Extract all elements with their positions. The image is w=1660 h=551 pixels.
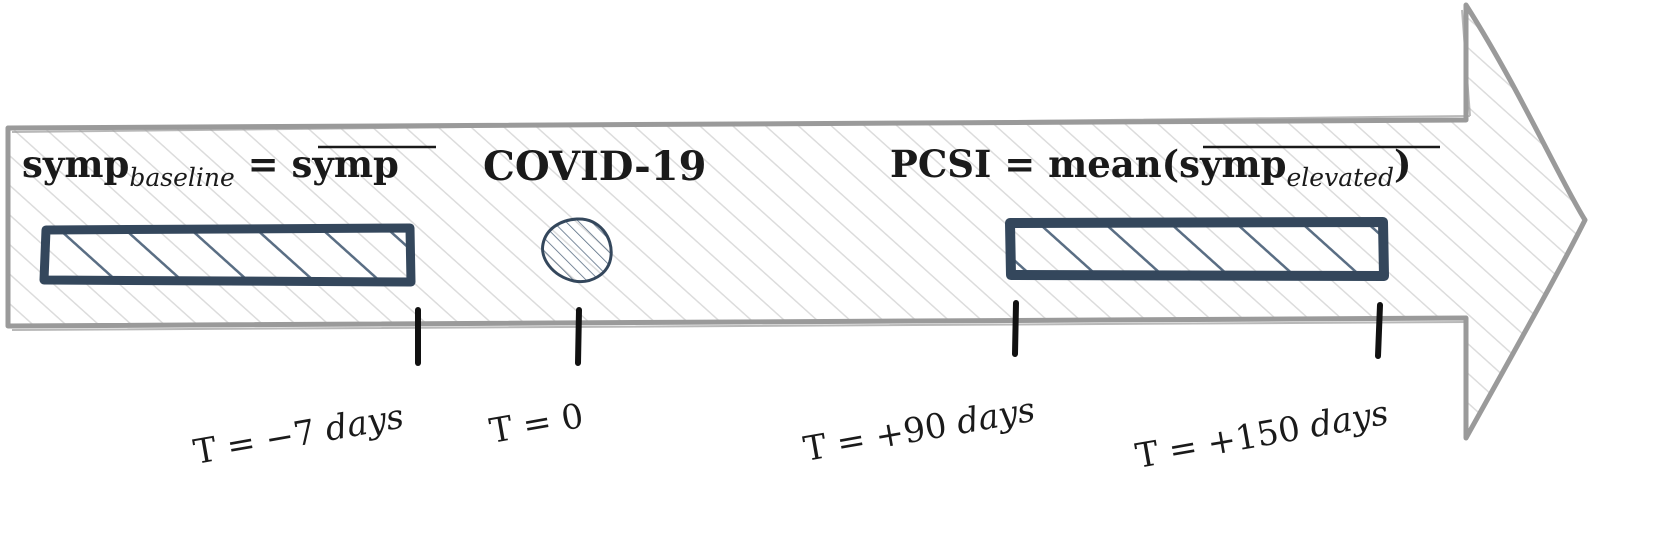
timeline-arrow-sketch-line — [11, 9, 1471, 331]
tick-mark-plus-150 — [1375, 302, 1383, 359]
tick-mark-0 — [575, 307, 582, 366]
covid-event-marker — [541, 217, 613, 284]
pcsi-label: PCSI = mean(sympelevated) — [890, 142, 1412, 192]
tick-marks — [415, 300, 1383, 366]
baseline-label: sympbaseline = symp — [22, 142, 399, 192]
tick-mark-plus-90 — [1012, 300, 1019, 357]
tick-label-plus-90: T = +90 days — [801, 390, 1038, 470]
timeline-arrow-body — [5, 2, 1588, 441]
timeline-arrow — [5, 2, 1588, 441]
pcsi-period-bar — [1005, 217, 1389, 281]
tick-label-minus-7: T = −7 days — [191, 397, 407, 473]
baseline-period-bar — [39, 223, 416, 287]
covid-label: COVID-19 — [483, 143, 706, 190]
tick-label-plus-150: T = +150 days — [1133, 393, 1392, 477]
tick-label-0: T = 0 — [487, 396, 587, 452]
